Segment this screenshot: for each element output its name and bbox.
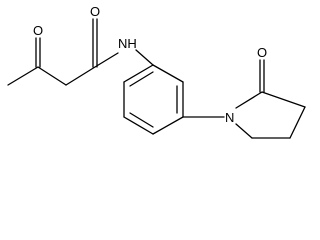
- lactam-bond-c3-c4: [289, 106, 306, 139]
- amide-oxygen-label: O: [90, 4, 100, 19]
- lactam-oxygen-label: O: [257, 45, 267, 60]
- lactam-bond-c5-n: [235, 123, 253, 139]
- bond-n-ring: [135, 49, 154, 66]
- bond-methyl-ketone: [7, 66, 39, 86]
- ring-bond-3: [152, 116, 184, 135]
- bond-lines: [7, 18, 306, 139]
- amide-nitrogen-label: NH: [118, 36, 137, 51]
- molecule-drawing: O O NH O N: [7, 4, 306, 139]
- bond-amide-n: [94, 52, 119, 68]
- ring-bond-1: [152, 64, 184, 83]
- ring-bond-4: [123, 116, 154, 135]
- bond-ketone-ch2: [37, 66, 67, 86]
- lactam-bond-c2-c3: [261, 91, 306, 108]
- ring-inner-bond-1: [129, 71, 154, 87]
- ring-inner-bond-3: [129, 112, 154, 128]
- ring-nitrogen-label: N: [225, 110, 234, 125]
- keto-oxygen-label: O: [33, 23, 43, 38]
- lactam-bond-n-c2: [235, 91, 263, 109]
- ring-bond-6: [123, 64, 154, 83]
- atom-labels: O O NH O N: [33, 4, 267, 125]
- bond-ch2-amide: [65, 66, 96, 86]
- molecule-diagram: O O NH O N: [7, 4, 306, 139]
